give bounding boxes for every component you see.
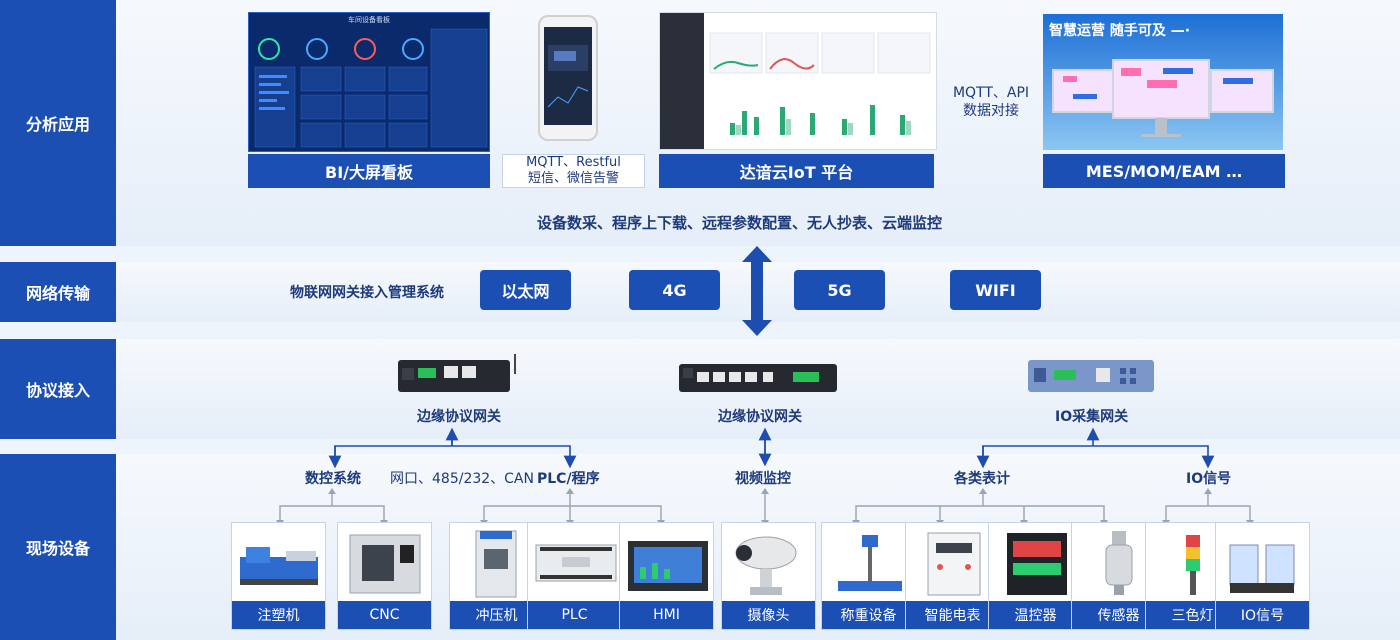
group-cnc-system: 数控系统 xyxy=(305,471,361,487)
group-io-signal: IO信号 xyxy=(1186,471,1232,487)
device-card-smart-meter: 智能电表 xyxy=(905,522,1000,630)
device-card-io-signal: IO信号 xyxy=(1215,522,1310,630)
gateway-2-label: 边缘协议网关 xyxy=(718,409,802,425)
4g-button: 4G xyxy=(629,270,720,310)
io-gateway-image xyxy=(1026,356,1156,396)
device-name: 称重设备 xyxy=(822,601,915,629)
gateway-2-image xyxy=(677,356,843,396)
io-gateway-label: IO采集网关 xyxy=(1055,409,1129,425)
layer-label-network: 网络传输 xyxy=(0,262,116,322)
device-card-scale: 称重设备 xyxy=(821,522,916,630)
device-card-cnc: CNC xyxy=(337,522,432,630)
5g-button: 5G xyxy=(794,270,885,310)
device-card-temp-controller: 温控器 xyxy=(988,522,1083,630)
iot-platform-image xyxy=(659,12,937,150)
device-name: CNC xyxy=(338,601,431,629)
layer-label-protocol: 协议接入 xyxy=(0,339,116,439)
ethernet-button: 以太网 xyxy=(480,270,571,310)
group-interfaces: 网口、485/232、CAN xyxy=(390,471,534,487)
gateway-1-label: 边缘协议网关 xyxy=(417,409,501,425)
layer-label-field: 现场设备 xyxy=(0,454,116,640)
features-line: 设备数采、程序上下载、远程参数配置、无人抄表、云端监控 xyxy=(537,214,943,232)
device-card-injection-molding: 注塑机 xyxy=(231,522,326,630)
device-name: HMI xyxy=(620,601,713,629)
mes-image: 智慧运营 随手可及 —· xyxy=(1043,14,1283,150)
wifi-button: WIFI xyxy=(950,270,1041,310)
device-name: PLC xyxy=(528,601,621,629)
device-name: 温控器 xyxy=(989,601,1082,629)
group-meters: 各类表计 xyxy=(954,471,1010,487)
layer-label-analysis: 分析应用 xyxy=(0,0,116,246)
device-name: IO信号 xyxy=(1216,601,1309,629)
bi-label: BI/大屏看板 xyxy=(248,154,490,188)
iot-platform-label: 达谙云IoT 平台 xyxy=(659,154,934,188)
bi-dashboard-image: 车间设备看板 xyxy=(248,12,490,152)
mobile-alert-label: MQTT、Restful 短信、微信告警 xyxy=(502,154,645,188)
bi-dashboard-title: 车间设备看板 xyxy=(348,16,390,24)
gateway-1-image xyxy=(396,354,516,396)
device-name: 注塑机 xyxy=(232,601,325,629)
mes-label: MES/MOM/EAM … xyxy=(1043,154,1285,188)
group-video: 视频监控 xyxy=(735,471,791,487)
device-card-plc: PLC xyxy=(527,522,622,630)
gateway-system-label: 物联网网关接入管理系统 xyxy=(290,285,444,301)
group-plc-program: PLC/程序 xyxy=(537,471,600,487)
device-name: 摄像头 xyxy=(722,601,815,629)
mobile-phone-image xyxy=(538,15,598,141)
device-card-camera: 摄像头 xyxy=(721,522,816,630)
mqtt-api-label: MQTT、API 数据对接 xyxy=(952,85,1030,119)
device-card-hmi: HMI xyxy=(619,522,714,630)
mes-slogan: 智慧运营 随手可及 —· xyxy=(1049,23,1191,39)
device-name: 智能电表 xyxy=(906,601,999,629)
